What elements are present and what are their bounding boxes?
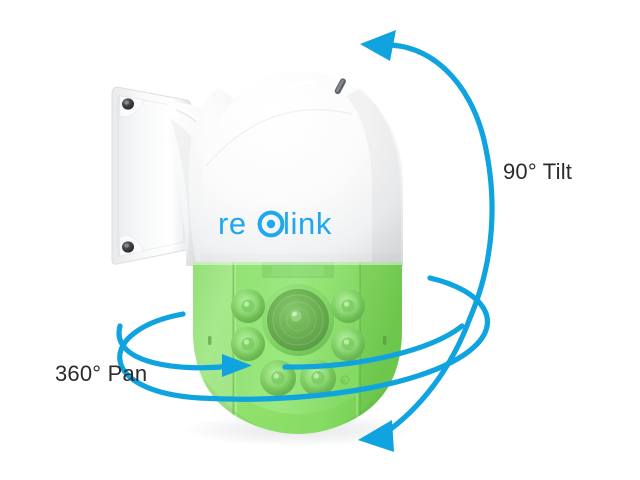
ir-led-icon: [231, 289, 265, 323]
svg-text:link: link: [283, 206, 332, 241]
reolink-logo: re link: [218, 206, 332, 241]
pan-label: 360° Pan: [55, 361, 148, 386]
tilt-rotation-arrow: [358, 30, 495, 452]
pan-rotation-arrow: [116, 275, 490, 402]
svg-text:R: R: [342, 379, 346, 385]
ir-led-icon: [231, 327, 265, 361]
screw-icon-top: [122, 98, 134, 110]
ir-led-icon: [331, 327, 365, 361]
tilt-label: 90° Tilt: [503, 159, 573, 184]
camera-dome-housing: [200, 71, 403, 266]
ir-led-icon: [300, 360, 336, 396]
vent-slot-icon: [334, 78, 346, 95]
svg-text:re: re: [218, 206, 247, 241]
ir-led-icon: [331, 289, 365, 323]
screw-icon-bottom: [122, 241, 134, 253]
camera-lens-icon: [262, 284, 334, 356]
